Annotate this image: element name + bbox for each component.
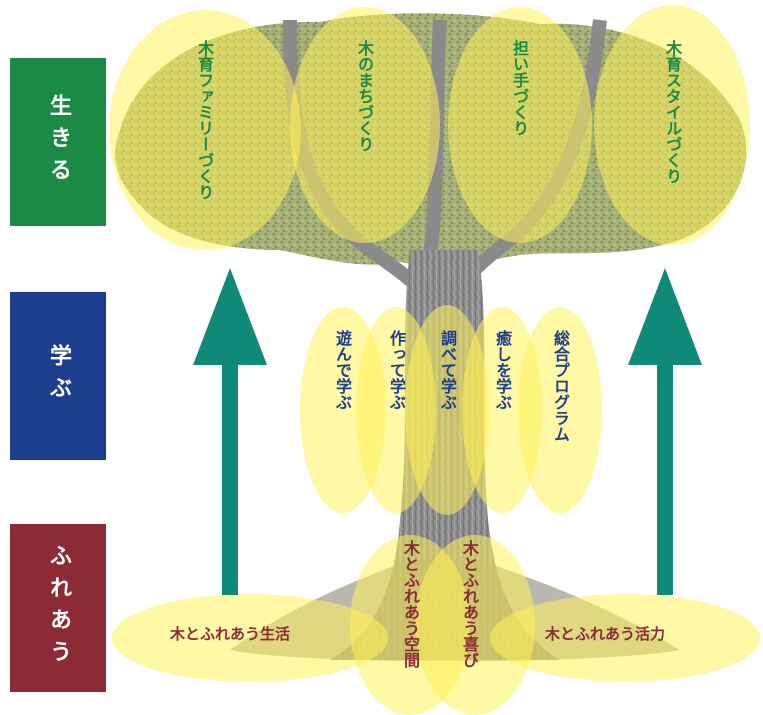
root-label-life: 木とふれあう生活 [170, 625, 291, 643]
canopy-label-town: 木のまちづくり [355, 40, 374, 152]
learn-label-play: 遊んで学ぶ [333, 330, 352, 410]
canopy-highlight-bearer [448, 7, 592, 243]
root-label-joy: 木とふれあう喜び [460, 540, 479, 668]
level-label-learn-text: 学ぶ [46, 344, 71, 408]
learn-highlight-heal [462, 307, 542, 513]
canopy-highlight-style [594, 5, 750, 245]
canopy-highlight-family [109, 10, 301, 250]
learn-label-program: 総合プログラム [551, 330, 570, 442]
root-highlight-joy [415, 535, 535, 715]
root-highlight-energy [490, 594, 760, 682]
learn-highlight-program [518, 307, 602, 513]
canopy-label-family: 木育ファミリーづくり [195, 40, 214, 200]
level-label-touch-text: ふれあう [46, 544, 71, 672]
root-label-energy: 木とふれあう活力 [545, 625, 666, 643]
root-label-space: 木とふれあう空間 [401, 540, 420, 668]
right-up-arrow-icon [628, 268, 702, 595]
left-up-arrow-icon [193, 268, 267, 595]
learn-label-research: 調べて学ぶ [438, 330, 457, 410]
level-label-touch: ふれあう [10, 524, 106, 692]
canopy-label-style: 木育スタイルづくり [663, 40, 682, 184]
learn-label-make: 作って学ぶ [387, 330, 406, 410]
canopy-label-bearer: 担い手づくり [510, 40, 529, 136]
level-label-live-text: 生きる [46, 94, 71, 190]
learn-label-heal: 癒しを学ぶ [493, 330, 512, 410]
level-label-live: 生きる [10, 58, 106, 226]
level-label-learn: 学ぶ [10, 292, 106, 460]
root-highlight-life [112, 594, 388, 682]
canopy-highlight-town [290, 7, 440, 243]
